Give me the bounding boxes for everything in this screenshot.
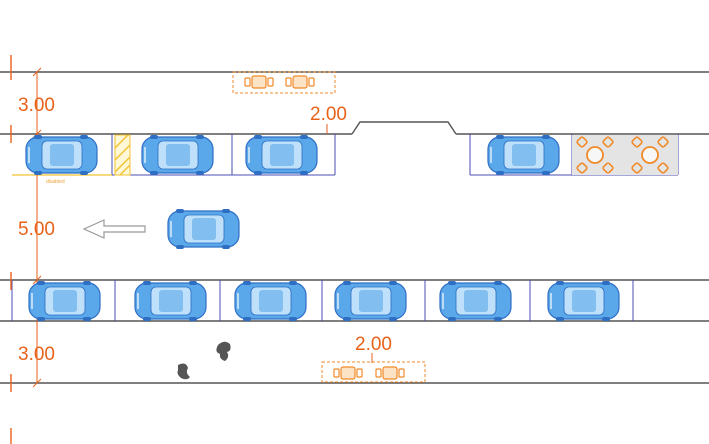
- hatched-zone: [114, 134, 131, 176]
- dimension-label-sidewalk-top: 3.00: [18, 95, 55, 116]
- dimension-label-sidewalk-bottom: 3.00: [18, 344, 55, 365]
- dimension-label-parking-bottom: 2.00: [355, 334, 392, 355]
- table-chairs-icon: [333, 366, 363, 380]
- table-chairs-icon: [375, 366, 405, 380]
- car-topview-icon: [334, 281, 407, 321]
- car-topview-icon: [141, 135, 214, 175]
- car-topview-icon: [245, 135, 318, 175]
- dimension-label-lane: 5.00: [18, 219, 55, 240]
- car-topview-icon: [487, 135, 560, 175]
- table-chairs-icon: [631, 136, 669, 174]
- disabled-bay-label: disabled: [46, 179, 65, 185]
- car-topview-icon: [28, 281, 101, 321]
- furniture-box-bottom: [321, 361, 426, 383]
- bump-outline: [351, 121, 457, 135]
- lower-parking-bays: [11, 280, 634, 321]
- dimension-label-parking-top: 2.00: [310, 104, 347, 125]
- car-topview-icon: [547, 281, 620, 321]
- table-chairs-icon: [285, 75, 315, 89]
- car-topview-icon: [439, 281, 512, 321]
- car-topview-icon: [134, 281, 207, 321]
- furniture-box-top: [232, 71, 336, 94]
- road-lines: [0, 71, 709, 384]
- table-chairs-icon: [244, 75, 274, 89]
- debris-icon: [177, 341, 231, 380]
- table-chairs-icon: [576, 136, 614, 174]
- arrow-left-icon: [82, 219, 146, 239]
- tables-layer: [244, 75, 669, 380]
- car-topview-icon: [25, 135, 98, 175]
- cars-layer: [25, 135, 620, 321]
- car-topview-icon: [167, 209, 240, 249]
- car-topview-icon: [234, 281, 307, 321]
